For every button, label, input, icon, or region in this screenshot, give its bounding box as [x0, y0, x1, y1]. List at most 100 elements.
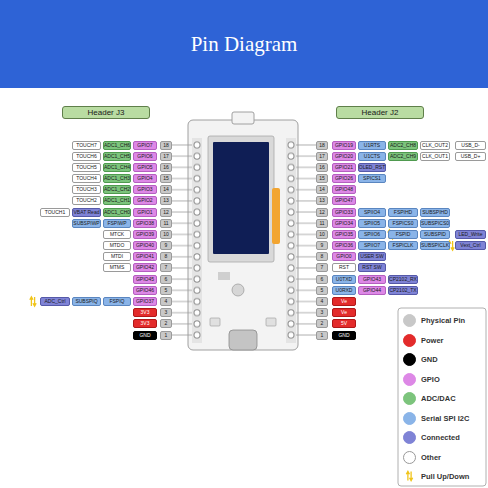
pin-number: 2	[316, 319, 328, 328]
pin-label-text: U0TXD	[336, 277, 352, 282]
other-label: TOUCH2	[72, 196, 101, 205]
pin-number: 5	[160, 286, 172, 295]
legend-text: Other	[421, 453, 441, 462]
other-label: TOUCH4	[72, 174, 101, 183]
gpio-label: GPIO39	[133, 230, 157, 239]
pin-label-text: 5	[321, 288, 324, 293]
serial-label: FSPIWP	[103, 219, 131, 228]
pin-label-text: ADC_Ctrl	[44, 299, 65, 304]
legend-swatch	[403, 392, 416, 405]
pin-label-text: Header J2	[362, 109, 399, 117]
adc-label: ADC1_CH1	[103, 196, 131, 205]
serial-label: SPIIO4	[358, 208, 386, 217]
other-label: TOUCH3	[72, 185, 101, 194]
gpio-label: GPIO0	[332, 252, 356, 261]
gpio-label: GPIO1	[133, 208, 157, 217]
power-pin: Ve	[332, 297, 356, 306]
power-pin: 3V3	[133, 308, 157, 317]
serial-label: FSPIHD	[388, 208, 418, 217]
gpio-label: GPIO36	[332, 241, 356, 250]
pin-label-text: TOUCH3	[76, 187, 96, 192]
pin-label-text: 17	[163, 154, 169, 159]
other-label: TOUCH6	[72, 152, 101, 161]
pin-label-text: GPIO42	[136, 265, 154, 270]
pin-label-text: ADC1_CH4	[104, 165, 130, 170]
pin-label-text: 5	[165, 288, 168, 293]
serial-label: FSPICS0	[388, 219, 418, 228]
pin-label-text: 3V3	[141, 321, 150, 326]
other-label: USB_D-	[455, 141, 486, 150]
pin-label-text: MTCK	[110, 232, 124, 237]
legend-entry: GND	[403, 352, 438, 366]
pin-label-text: SUBSPIWP	[73, 221, 99, 226]
pin-label-text: MTDI	[111, 254, 123, 259]
pin-label-text: 7	[321, 265, 324, 270]
pin-label-text: CLK_OUT1	[422, 154, 448, 159]
serial-label: SPICS1	[358, 174, 386, 183]
pin-label-text: MTMS	[110, 265, 125, 270]
power-pin: Ve	[332, 308, 356, 317]
pin-label-text: FSPID	[396, 232, 411, 237]
other-label: TOUCH5	[72, 163, 101, 172]
pin-label-text: FSPIWP	[107, 221, 126, 226]
pin-label-text: GPIO6	[137, 154, 152, 159]
pin-label-text: TOUCH1	[45, 210, 65, 215]
gpio-label: GPIO7	[133, 141, 157, 150]
pin-label-text: GPIO33	[335, 210, 353, 215]
pin-label-text: ADC1_CH6	[104, 143, 130, 148]
gpio-label: GPIO4	[133, 174, 157, 183]
serial-label: SPIIO6	[358, 230, 386, 239]
adc-label: ADC1_CH3	[103, 174, 131, 183]
pin-number: 7	[316, 263, 328, 272]
pin-label-text: GPIO39	[136, 232, 154, 237]
adc-label: ADC1_CH6	[103, 141, 131, 150]
gpio-label: GPIO19	[332, 141, 356, 150]
pin-label-text: 9	[165, 243, 168, 248]
pull-up-down-symbol	[30, 297, 36, 306]
pin-label-text: GND	[139, 333, 150, 338]
pin-label-text: SPIIO5	[364, 221, 380, 226]
pin-label-text: GPIO46	[136, 288, 154, 293]
pin-label-text: TOUCH4	[76, 176, 96, 181]
pin-number: 16	[160, 163, 172, 172]
pin-number: 11	[160, 219, 172, 228]
pin-label-text: GPIO43	[363, 277, 381, 282]
other-label: TOUCH1	[40, 208, 70, 217]
page-title: Pin Diagram	[0, 0, 488, 88]
pin-number: 17	[316, 152, 328, 161]
other-label: RST	[332, 263, 356, 272]
gpio-label: GPIO43	[358, 275, 386, 284]
gpio-label: GPIO45	[133, 275, 157, 284]
pin-label-text: ADC1_CH3	[104, 176, 130, 181]
gpio-label: GPIO5	[133, 163, 157, 172]
pin-label-text: 18	[319, 143, 325, 148]
pin-label-text: SUBSPIHD	[422, 210, 448, 215]
pin-label-text: SUBSPICS0	[421, 221, 449, 226]
pin-label-text: GPIO38	[136, 221, 154, 226]
pin-label-text: 17	[319, 154, 325, 159]
gpio-label: GPIO3	[133, 185, 157, 194]
pin-label-text: OLED_RST	[359, 165, 385, 170]
pin-label-text: SPICS1	[363, 176, 381, 181]
pin-label-text: ADC2_CH8	[390, 143, 416, 148]
connected-label: CP2102_TX	[388, 286, 418, 295]
pin-number: 10	[160, 230, 172, 239]
legend-text: Pull Up/Down	[421, 472, 469, 481]
gpio-label: GPIO41	[133, 252, 157, 261]
legend-text: Connected	[421, 433, 460, 442]
gpio-label: GPIO40	[133, 241, 157, 250]
pin-label-text: 3	[321, 310, 324, 315]
pin-label-text: USER SW	[360, 254, 383, 259]
pin-label-text: GPIO40	[136, 243, 154, 248]
other-label: TOUCH7	[72, 141, 101, 150]
gpio-label: GPIO47	[332, 196, 356, 205]
pin-label-text: 13	[163, 198, 169, 203]
adc-label: ADC2_CH8	[388, 141, 418, 150]
adc-label: ADC1_CH5	[103, 152, 131, 161]
pin-label-text: GPIO21	[335, 165, 353, 170]
pin-label-text: SPIIO7	[364, 243, 380, 248]
gpio-label: GPIO46	[133, 286, 157, 295]
header-label: Header J3	[62, 106, 150, 119]
pin-label-text: ADC1_CH0	[104, 210, 130, 215]
